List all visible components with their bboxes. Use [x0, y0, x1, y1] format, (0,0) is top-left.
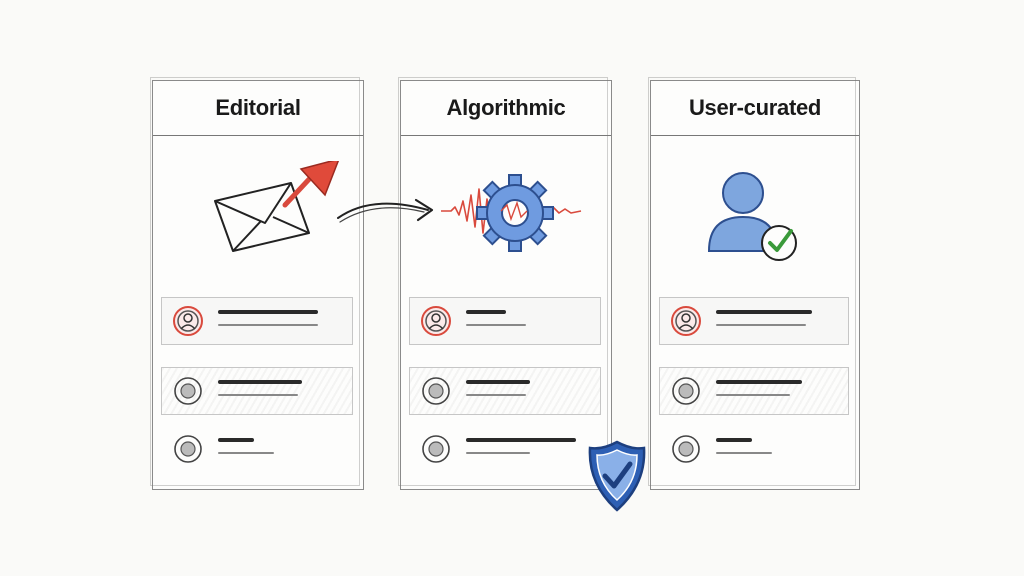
avatar-icon — [174, 377, 202, 405]
list-item[interactable] — [659, 367, 849, 415]
text-placeholder-line — [716, 310, 812, 314]
text-placeholder-line — [218, 324, 318, 326]
panel-title: Algorithmic — [446, 95, 566, 120]
panel-user-curated: User-curated — [648, 77, 860, 490]
panel-title: Editorial — [215, 95, 301, 120]
text-placeholder-line — [716, 380, 802, 384]
list-item[interactable] — [161, 297, 353, 345]
text-placeholder-line — [218, 380, 302, 384]
gear-waveform-icon — [401, 161, 611, 271]
avatar-icon — [672, 377, 700, 405]
user-check-icon — [651, 161, 859, 271]
text-placeholder-line — [466, 438, 576, 442]
text-placeholder-line — [466, 452, 530, 454]
avatar-icon — [422, 377, 450, 405]
list-item[interactable] — [161, 425, 353, 473]
shield-check-icon — [588, 440, 646, 512]
panel-header: Algorithmic — [401, 81, 611, 136]
avatar-icon — [422, 435, 450, 463]
list-item[interactable] — [659, 425, 849, 473]
text-placeholder-line — [218, 452, 274, 454]
list-item[interactable] — [409, 425, 601, 473]
list-item[interactable] — [659, 297, 849, 345]
avatar-icon — [421, 306, 451, 336]
panel-algorithmic: Algorithmic — [398, 77, 612, 490]
text-placeholder-line — [716, 438, 752, 442]
text-placeholder-line — [716, 394, 790, 396]
text-placeholder-line — [466, 394, 526, 396]
curved-arrow-icon — [337, 198, 434, 223]
panel-header: User-curated — [651, 81, 859, 136]
avatar-icon — [174, 435, 202, 463]
text-placeholder-line — [466, 380, 530, 384]
list-item[interactable] — [161, 367, 353, 415]
text-placeholder-line — [716, 324, 806, 326]
text-placeholder-line — [466, 324, 526, 326]
panel-editorial: Editorial — [150, 77, 364, 490]
text-placeholder-line — [218, 394, 298, 396]
text-placeholder-line — [218, 310, 318, 314]
avatar-icon — [173, 306, 203, 336]
avatar-icon — [672, 435, 700, 463]
list-item[interactable] — [409, 367, 601, 415]
text-placeholder-line — [466, 310, 506, 314]
panel-title: User-curated — [688, 95, 822, 120]
list-item[interactable] — [409, 297, 601, 345]
text-placeholder-line — [218, 438, 254, 442]
panel-header: Editorial — [153, 81, 363, 136]
envelope-send-icon — [153, 157, 363, 271]
text-placeholder-line — [716, 452, 772, 454]
avatar-icon — [671, 306, 701, 336]
